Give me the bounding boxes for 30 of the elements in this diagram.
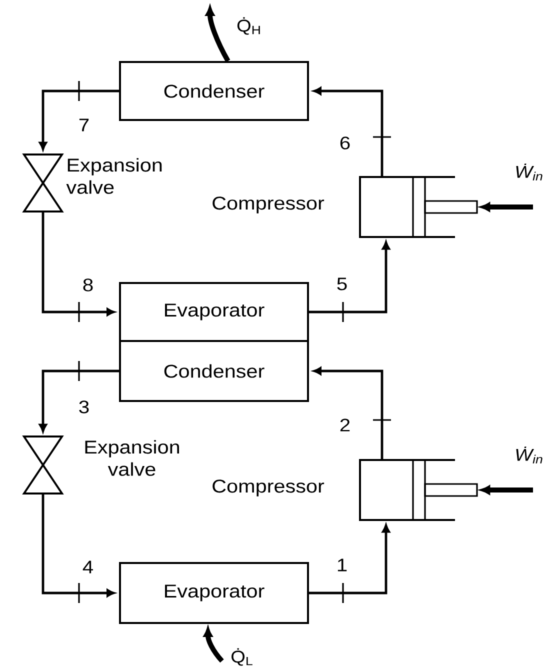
pipe-line	[313, 367, 384, 460]
pipe-line	[309, 241, 390, 314]
pipe-line	[42, 494, 115, 597]
work-arrow	[480, 202, 533, 212]
state-number: 7	[79, 118, 89, 132]
component-label: Compressor	[212, 480, 324, 496]
component-label: Expansion valve	[85, 440, 180, 476]
pipe-line	[39, 370, 119, 432]
pipe-line	[313, 87, 384, 177]
state-number: 6	[340, 136, 350, 150]
edge-label: Q̇$_{H}$	[236, 16, 262, 36]
state-number: 4	[82, 560, 93, 574]
state-number: 1	[338, 558, 347, 572]
work-arrow	[480, 486, 533, 494]
process-box: Evaporator	[119, 562, 309, 624]
process-box: Condenser	[119, 61, 309, 121]
component-label: Compressor	[212, 196, 324, 214]
state-number: 8	[83, 278, 93, 292]
state-number: 3	[79, 400, 89, 414]
edge-label: Q̇$_{L}$	[230, 647, 254, 667]
edge-label: Ẇ$_{in}$	[514, 162, 544, 182]
edge-label: Ẇ$_{in}$	[514, 446, 544, 464]
state-number: 2	[340, 418, 350, 432]
state-number: 5	[337, 278, 347, 290]
process-box: Evaporator	[119, 282, 309, 342]
process-box: Condenser	[119, 340, 309, 402]
pipe-line	[309, 524, 390, 594]
pipe-line	[39, 90, 119, 150]
pipe-line	[42, 212, 115, 316]
component-label: Expansion valve	[66, 158, 162, 194]
